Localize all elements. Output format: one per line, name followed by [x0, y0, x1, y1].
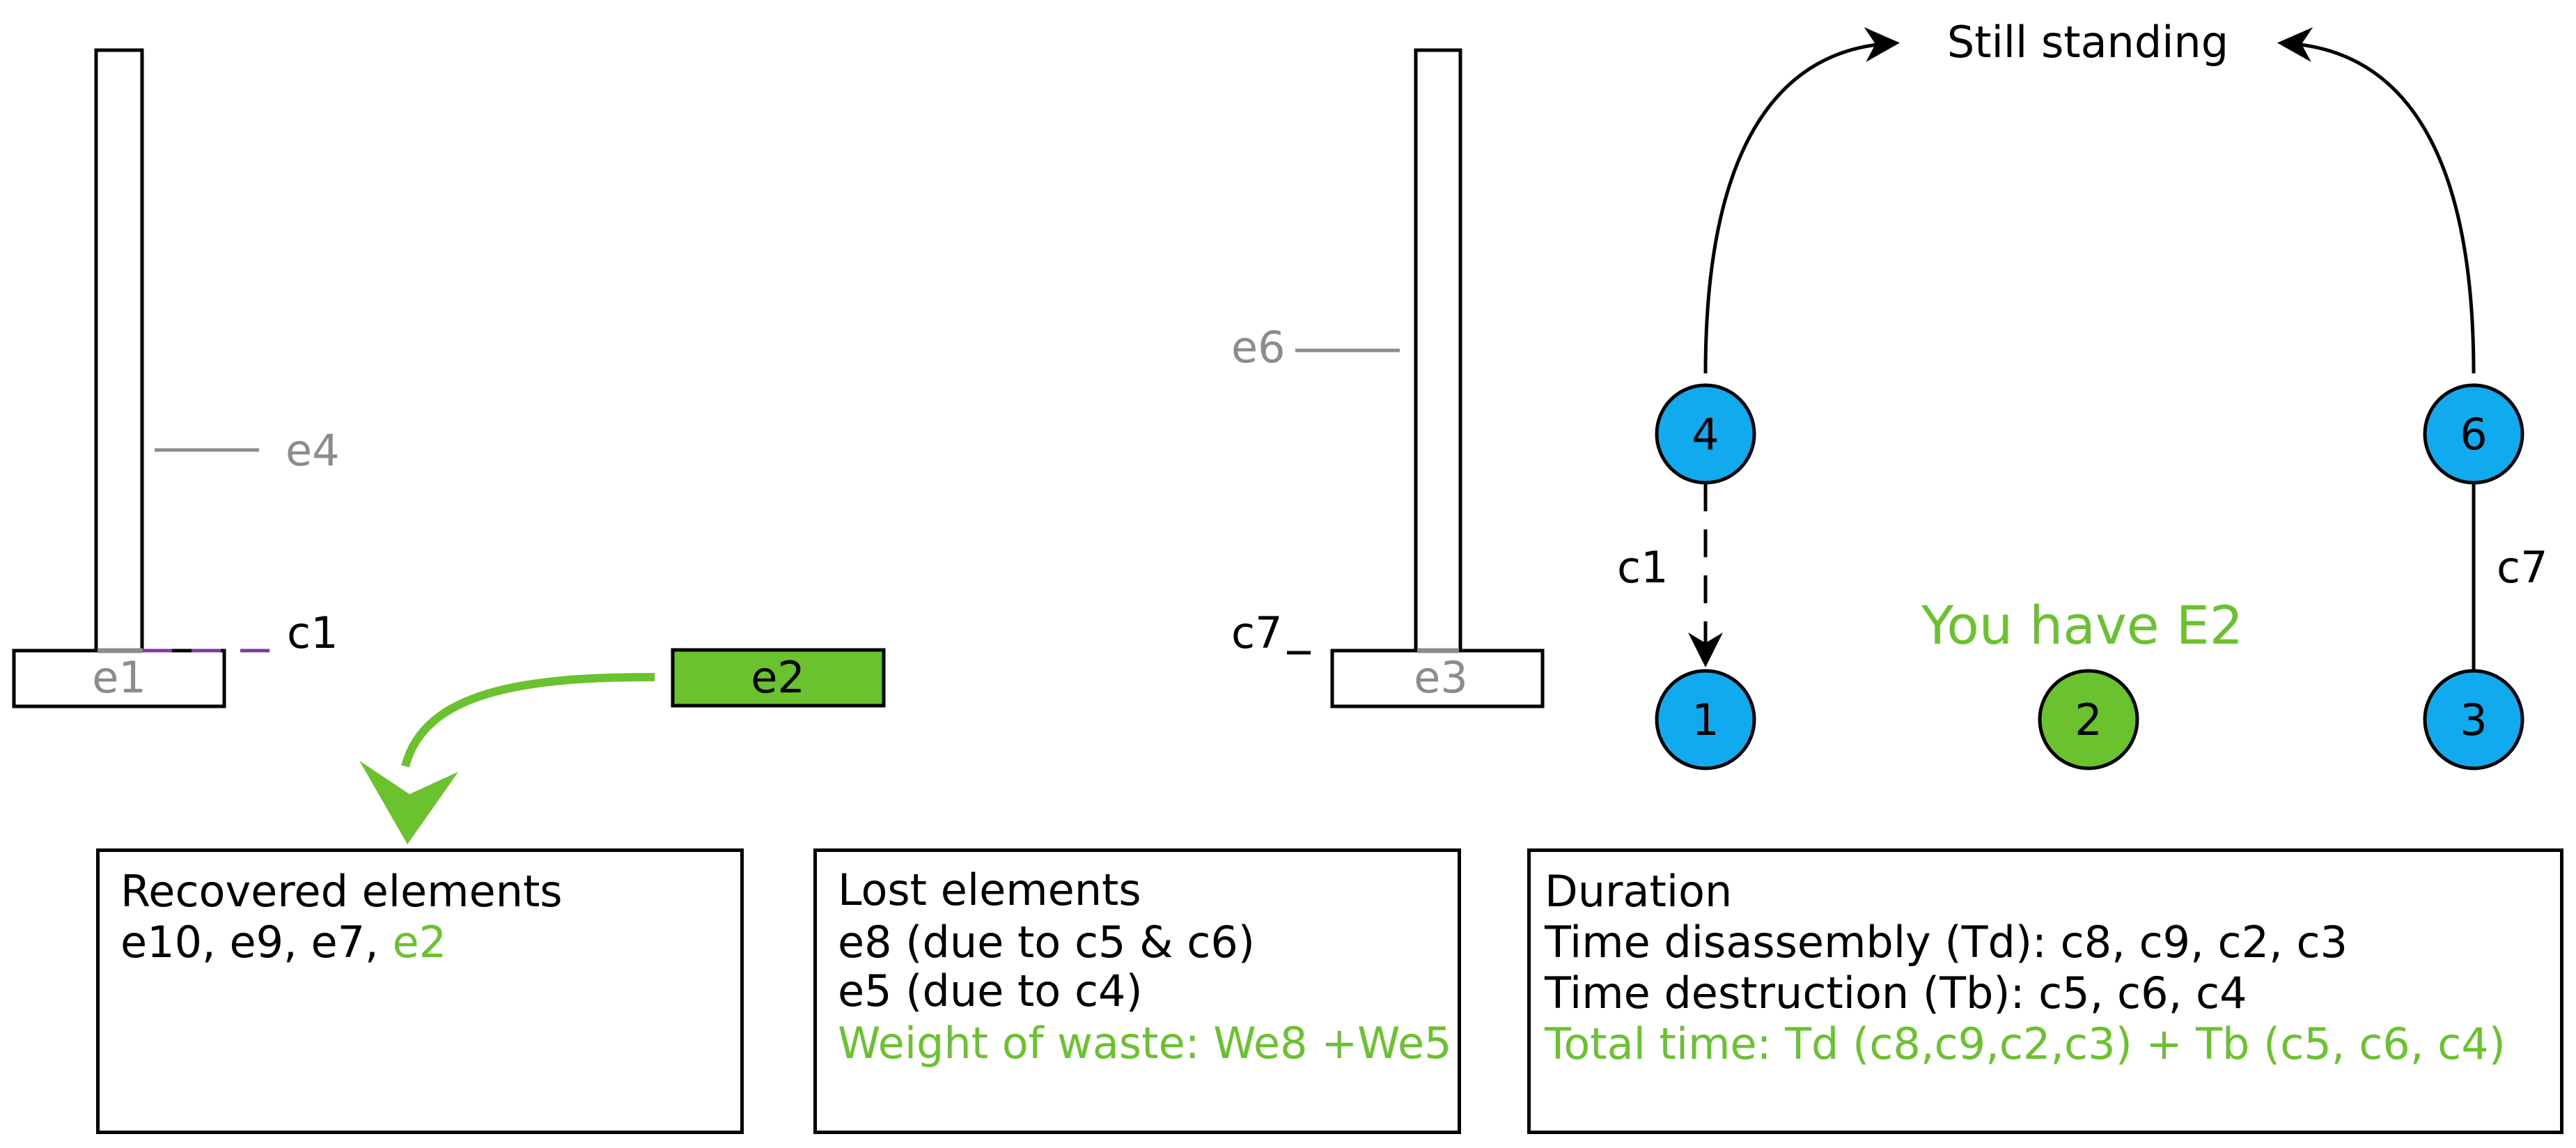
label-e3: e3 [1414, 652, 1468, 703]
label-c1-graph: c1 [1617, 542, 1669, 593]
recovered-elements-box: Recovered elements e10, e9, e7, e2 [96, 848, 744, 1134]
label-e2: e2 [751, 652, 805, 703]
node-4 [1655, 383, 1756, 485]
recover-arrow-head [359, 761, 458, 844]
label-c7-graph: c7 [2497, 542, 2548, 593]
node-6 [2423, 383, 2524, 485]
node-6-label: 6 [2460, 409, 2487, 460]
column-e4 [94, 48, 144, 653]
node-3 [2423, 669, 2524, 770]
column-e6 [1414, 48, 1462, 653]
label-still-standing: Still standing [1947, 17, 2228, 68]
node-1-label: 1 [1692, 695, 1719, 745]
label-you-have-e2: You have E2 [1921, 594, 2243, 656]
edge-4-still-standing [1703, 27, 1900, 374]
element-e2 [671, 648, 886, 708]
base-e1 [12, 649, 226, 708]
recovered-title: Recovered elements [120, 866, 563, 917]
label-c7-left: c7 [1231, 607, 1283, 658]
lost-line-1: e8 (due to c5 & c6) [838, 917, 1255, 968]
node-4-label: 4 [1692, 409, 1719, 460]
recovered-highlight: e2 [392, 917, 447, 968]
label-e6: e6 [1231, 322, 1286, 373]
edge-6-still-standing [2277, 27, 2476, 374]
node-3-label: 3 [2460, 695, 2487, 745]
recovered-list: e10, e9, e7, e2 [120, 917, 740, 968]
lost-line-2: e5 (due to c4) [838, 965, 1143, 1016]
duration-box: Duration Time disassembly (Td): c8, c9, … [1527, 848, 2563, 1134]
label-c1-left: c1 [287, 607, 338, 658]
lost-waste: Weight of waste: We8 +We5 [838, 1018, 1452, 1069]
duration-title: Duration [1545, 866, 1733, 917]
duration-tb: Time destruction (Tb): c5, c6, c4 [1545, 968, 2247, 1019]
lost-elements-box: Lost elements e8 (due to c5 & c6) e5 (du… [813, 848, 1461, 1134]
recover-arrow-curve [401, 673, 655, 768]
label-e4: e4 [286, 425, 340, 476]
node-2-label: 2 [2075, 695, 2102, 745]
lost-title: Lost elements [838, 864, 1141, 915]
label-e1: e1 [92, 652, 146, 703]
node-1 [1655, 669, 1756, 770]
node-2 [2038, 669, 2139, 770]
duration-total: Total time: Td (c8,c9,c2,c3) + Tb (c5, c… [1545, 1018, 2506, 1070]
recovered-items: e10, e9, e7, [120, 917, 393, 968]
duration-td: Time disassembly (Td): c8, c9, c2, c3 [1545, 917, 2348, 968]
